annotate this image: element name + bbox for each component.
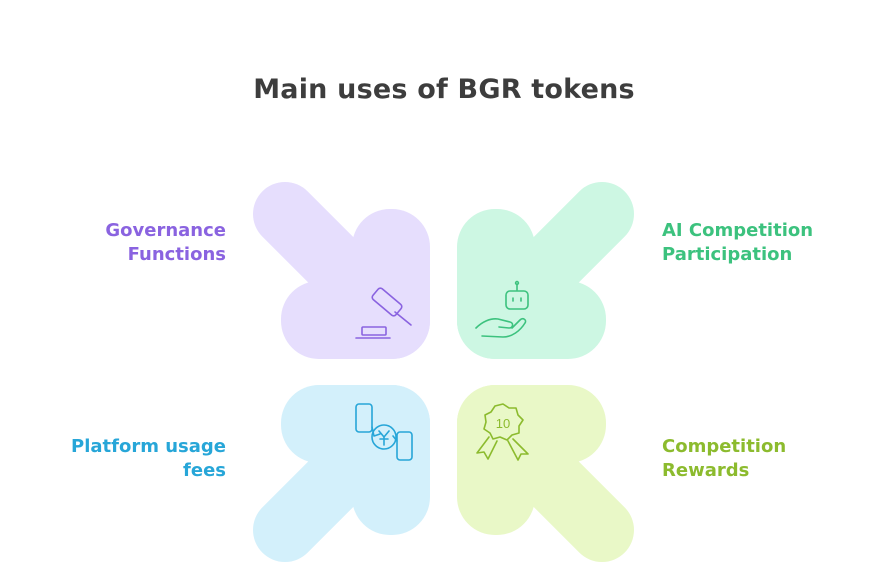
arrow-competition-rewards (457, 385, 634, 562)
label-line: AI Competition (662, 220, 814, 241)
label-line: Governance (105, 220, 226, 241)
label-platform-usage-fees: Platform usage fees (6, 435, 226, 483)
gavel-icon (355, 287, 412, 339)
label-line: Competition (662, 436, 787, 457)
label-line: Rewards (662, 460, 750, 481)
label-line: Platform usage (71, 436, 226, 457)
label-competition-rewards: Competition Rewards (662, 435, 882, 483)
arrow-governance (253, 182, 430, 359)
label-line: Functions (127, 244, 226, 265)
award-badge-icon (476, 403, 529, 461)
diagram-title: Main uses of BGR tokens (253, 74, 635, 105)
arrow-ai-participation (457, 182, 634, 359)
label-line: fees (183, 460, 226, 481)
badge-number: 10 (496, 416, 510, 431)
label-governance-functions: Governance Functions (6, 219, 226, 267)
currency-exchange-icon (355, 403, 413, 461)
label-line: Participation (662, 244, 793, 265)
label-ai-competition-participation: AI Competition Participation (662, 219, 882, 267)
robot-hand-icon (475, 280, 529, 338)
